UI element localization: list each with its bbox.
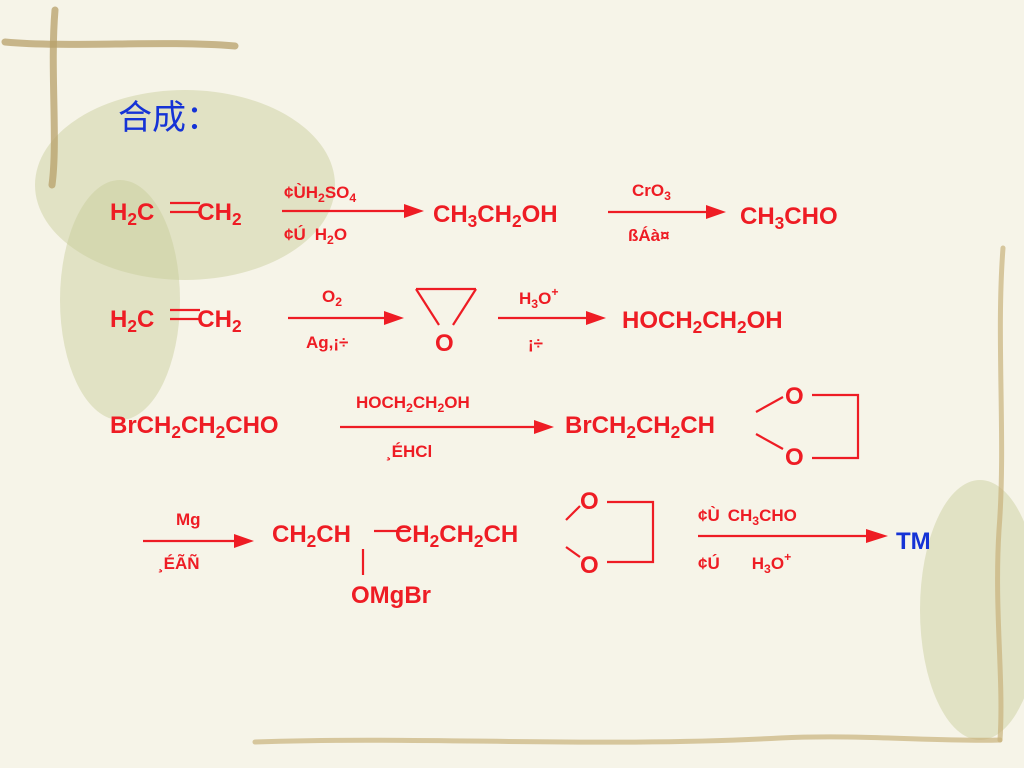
slide-title: 合成： [118,98,220,138]
reagent-ethylene-glycol: HOCH2CH2OH [356,393,470,415]
ring-oxygen-bottom: O [785,444,804,471]
reagent-silver-heat: Ag,¡÷ [306,333,348,352]
reagent-pyridine: ßÁà¤ [628,226,670,245]
reaction-arrowhead [534,420,554,434]
decorative-background [1,6,1024,745]
acetaldehyde-formula: CH3CHO [740,203,838,233]
reagent-h2so4: ¢ÙH2SO4 [284,183,356,205]
omgbr-substituent: OMgBr [351,582,431,609]
dioxolane-ring: O O [755,383,860,471]
reaction-arrowhead [706,205,726,219]
reaction-arrowhead [404,204,424,218]
reaction-arrowhead [384,311,404,325]
reagent-cro3: CrO3 [632,181,671,203]
reaction-row-3: BrCH2CH2CHO HOCH2CH2OH ¸ÉHCl BrCH2CH2CH … [110,383,860,471]
bromo-acetal-formula: BrCH2CH2CH [565,412,715,442]
reagent-dry-hcl: ¸ÉHCl [386,442,432,461]
reaction-arrowhead [234,534,254,548]
reaction-arrowhead [586,311,606,325]
ethylene-glycol-formula: HOCH2CH2OH [622,307,783,337]
ring-oxygen-top: O [580,488,599,515]
reagent-hydronium: H3O+ [519,285,558,311]
ring-oxygen-top: O [785,383,804,410]
ethylene-oxide-ring: O [415,287,477,357]
ring-oxygen-bottom: O [580,552,599,579]
reagent-magnesium: Mg [176,510,201,529]
reagent-heat: ¡÷ [528,334,543,353]
epoxide-oxygen: O [435,330,454,357]
ethanol-formula: CH3CH2OH [433,201,558,231]
reagent-oxygen: O2 [322,287,342,309]
target-molecule-label: TM [896,528,931,555]
bromoaldehyde-formula: BrCH2CH2CHO [110,412,279,442]
reaction-arrowhead [866,529,888,543]
reagent-dry-ether: ¸ÉÃÑ [158,553,200,573]
dioxolane-ring: O O [565,488,655,579]
